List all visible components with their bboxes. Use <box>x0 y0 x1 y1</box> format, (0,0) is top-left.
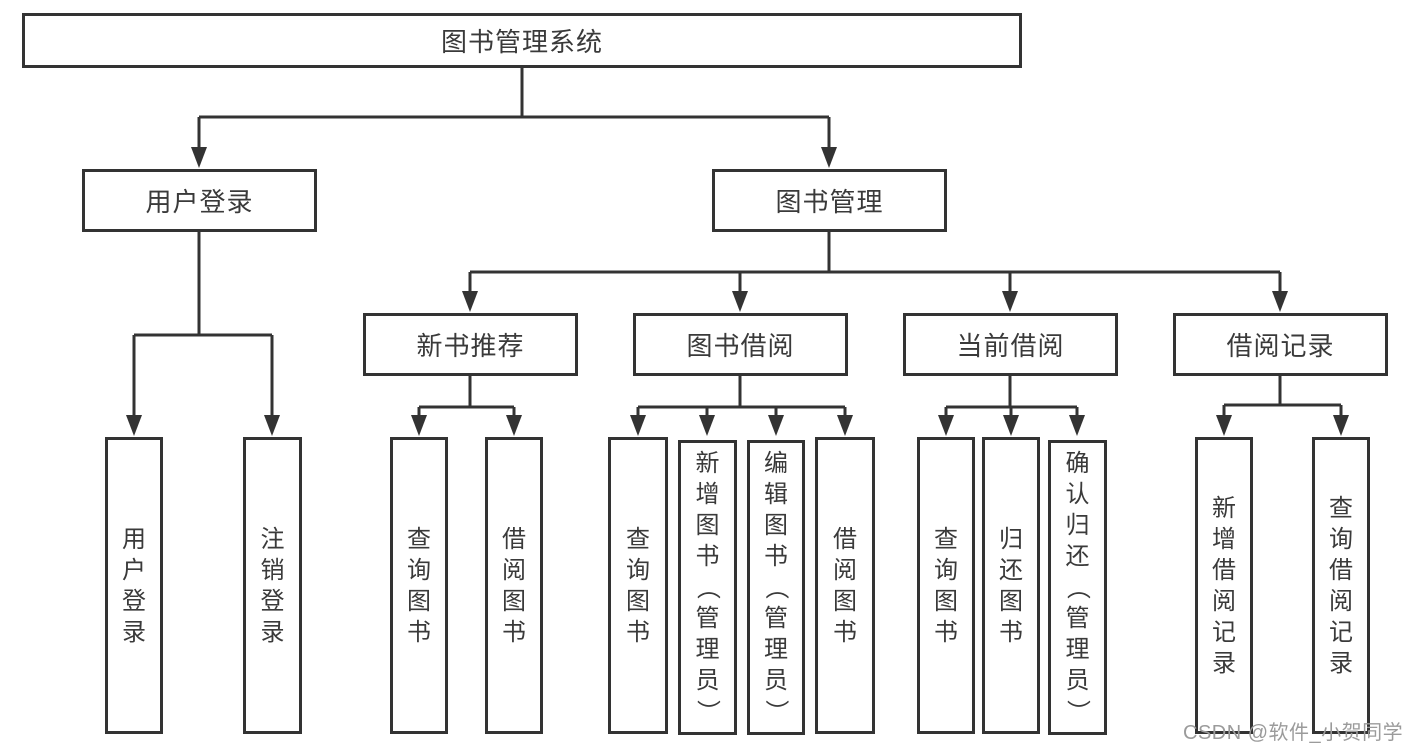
arrowheads <box>126 147 1349 436</box>
csdn-watermark: CSDN @软件_小贺同学 <box>1183 722 1404 744</box>
node-library-system: 图书管理系统 <box>22 13 1022 68</box>
node-borrow-records: 借阅记录 <box>1173 313 1388 376</box>
leaf-borrow-books-recommend: 借阅图书 <box>485 437 543 734</box>
node-book-borrow: 图书借阅 <box>633 313 848 376</box>
leaf-query-books-current: 查询图书 <box>917 437 975 734</box>
leaf-add-books-admin: 新增图书（管理员） <box>678 440 737 735</box>
leaf-add-borrow-record: 新增借阅记录 <box>1195 437 1253 734</box>
node-book-management: 图书管理 <box>712 169 947 232</box>
leaf-query-borrow-record: 查询借阅记录 <box>1312 437 1370 734</box>
leaf-query-books-borrow: 查询图书 <box>608 437 668 734</box>
leaf-confirm-return-admin: 确认归还（管理员） <box>1048 440 1107 735</box>
leaf-query-books-recommend: 查询图书 <box>390 437 448 734</box>
leaf-borrow-books: 借阅图书 <box>815 437 875 734</box>
node-new-book-recommend: 新书推荐 <box>363 313 578 376</box>
leaf-user-login: 用户登录 <box>105 437 163 734</box>
leaf-logout: 注销登录 <box>243 437 302 734</box>
node-user-login: 用户登录 <box>82 169 317 232</box>
node-current-borrow: 当前借阅 <box>903 313 1118 376</box>
leaf-edit-books-admin: 编辑图书（管理员） <box>747 440 805 735</box>
leaf-return-books: 归还图书 <box>982 437 1040 734</box>
